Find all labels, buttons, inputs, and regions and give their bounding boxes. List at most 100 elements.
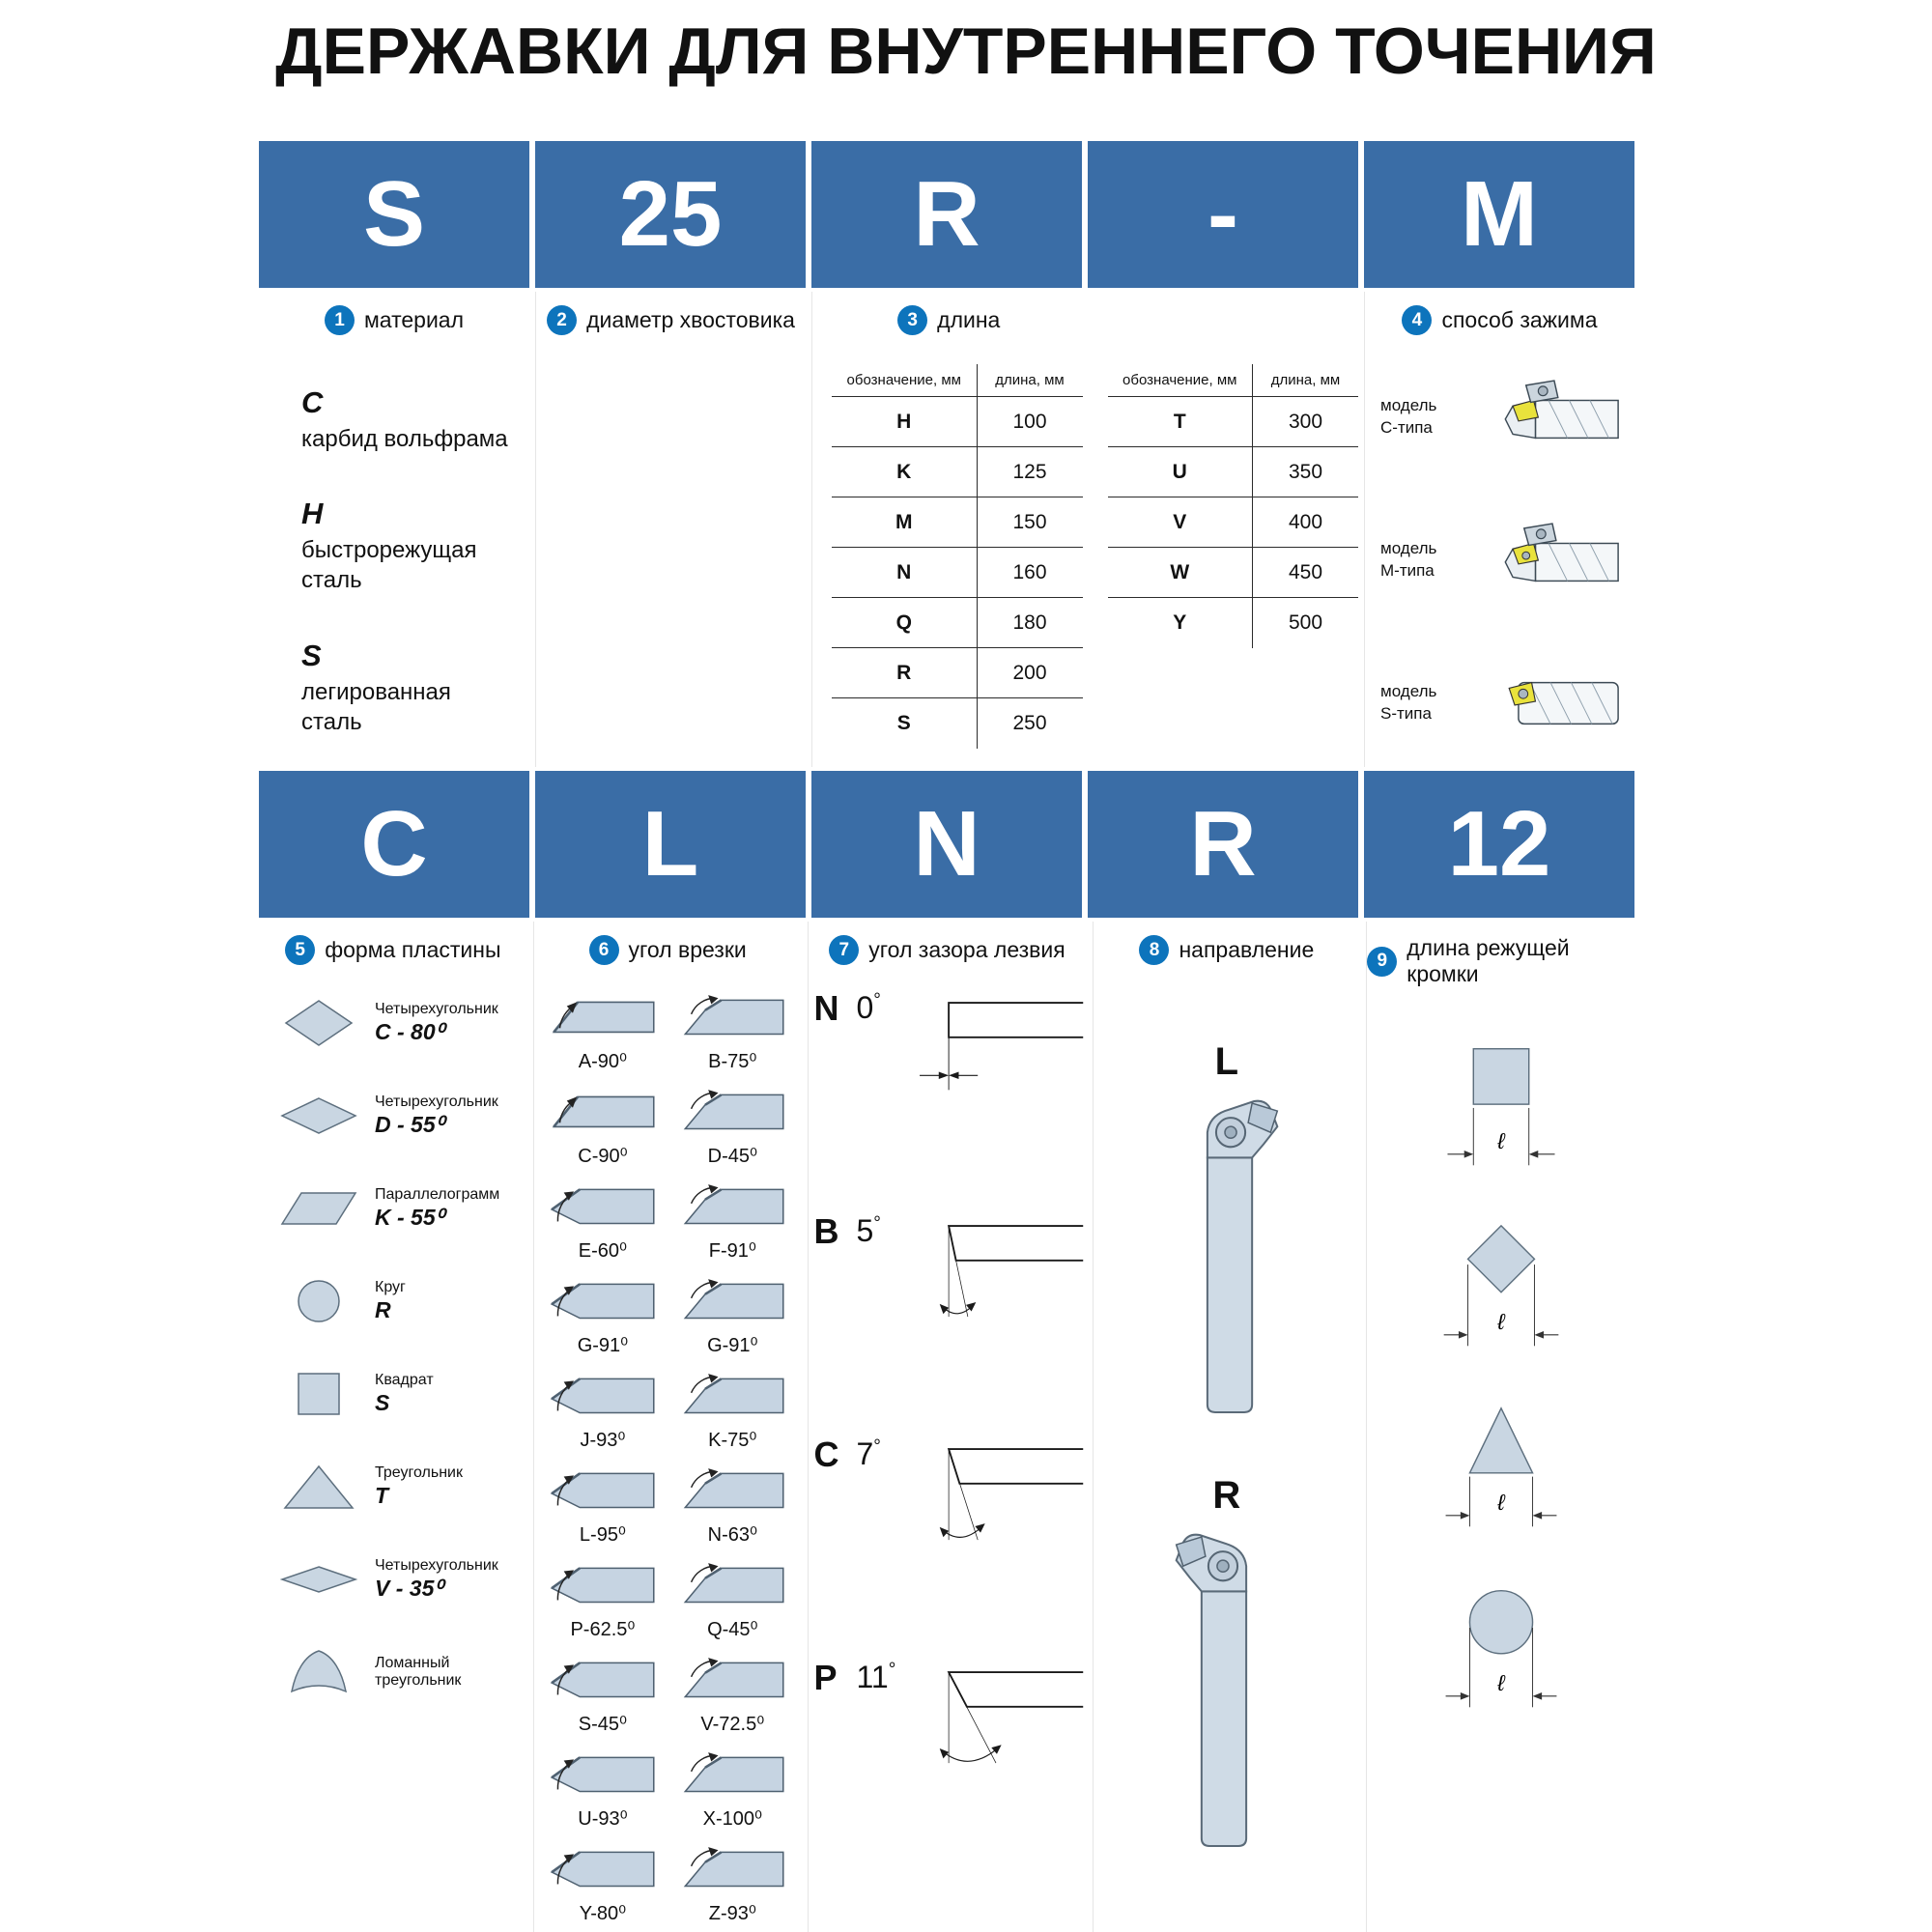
insert-shape-code: C - 80⁰ bbox=[375, 1019, 444, 1044]
length-value-cell: 160 bbox=[977, 547, 1083, 598]
clearance-angle-value: 11° bbox=[857, 1660, 905, 1695]
entry-angle-item: Y-80⁰ bbox=[538, 1842, 668, 1925]
clamp-model-type: C-типа bbox=[1380, 418, 1433, 437]
section-label: длина bbox=[937, 307, 1001, 332]
entry-angle-tool-icon bbox=[548, 1747, 658, 1805]
entry-angle-tool-icon bbox=[677, 1558, 787, 1616]
length-value-cell: 500 bbox=[1288, 611, 1323, 634]
insert-shape-text: Четырехугольник C - 80⁰ bbox=[375, 1001, 498, 1045]
material-desc-line: легированная bbox=[301, 678, 451, 705]
section-number-badge: 4 bbox=[1402, 305, 1433, 335]
entry-angle-item: G-91⁰ bbox=[538, 1274, 668, 1357]
code-cell-clamping: M bbox=[1364, 141, 1634, 288]
entry-angle-label: S-45⁰ bbox=[578, 1714, 628, 1735]
clearance-angle-item: P 11° bbox=[814, 1658, 1087, 1780]
entry-angle-item: D-45⁰ bbox=[668, 1085, 797, 1168]
degree-symbol: ° bbox=[873, 1436, 881, 1457]
insert-shape-code: D - 55⁰ bbox=[375, 1112, 444, 1137]
insert-shape-list: Четырехугольник C - 80⁰ Четырехугольник … bbox=[269, 998, 527, 1697]
entry-angle-label: P-62.5⁰ bbox=[570, 1619, 636, 1640]
section-label: материал bbox=[363, 307, 465, 332]
entry-angle-label: Z-93⁰ bbox=[708, 1903, 756, 1924]
clearance-angle-number: 0 bbox=[856, 990, 874, 1025]
length-code-cell: V bbox=[1107, 497, 1253, 548]
insert-shape-text: Треугольник T bbox=[375, 1464, 463, 1509]
clearance-angle-item: C 7° bbox=[814, 1435, 1087, 1557]
length-code-cell: H bbox=[832, 396, 978, 447]
edge-length-circle-icon: ℓ bbox=[1436, 1579, 1566, 1723]
section-number-badge: 3 bbox=[897, 305, 928, 335]
clamp-s-type-icon bbox=[1473, 660, 1629, 747]
insert-shape-text: Круг R bbox=[375, 1279, 406, 1323]
entry-angle-label: D-45⁰ bbox=[707, 1146, 757, 1167]
clearance-angle-value: 0° bbox=[857, 990, 905, 1026]
section-clamping: 4 способ зажима модель C-типа bbox=[1364, 292, 1634, 767]
entry-angle-label: A-90⁰ bbox=[578, 1051, 628, 1072]
material-item: H быстрорежущая сталь bbox=[301, 497, 529, 595]
entry-angle-tool-icon bbox=[548, 1085, 658, 1143]
length-value-cell: 150 bbox=[977, 497, 1083, 548]
edge-length-symbol: ℓ bbox=[1496, 1490, 1506, 1515]
section-header: 6 угол врезки bbox=[534, 935, 802, 965]
insert-shape-item: Ломанный треугольник bbox=[269, 1647, 527, 1697]
length-value-cell: 350 bbox=[1252, 446, 1358, 497]
designation-layout: S 25 R - M 1 материал C карбид вольфрама bbox=[259, 141, 1634, 1932]
length-code-cell: M bbox=[832, 497, 978, 548]
square-shape-icon bbox=[269, 1369, 369, 1419]
edge-length-triangle-icon: ℓ bbox=[1436, 1399, 1566, 1543]
clamp-m-type-icon bbox=[1473, 517, 1629, 604]
section-header: 5 форма пластины bbox=[259, 935, 527, 965]
entry-angle-label: G-91⁰ bbox=[707, 1335, 758, 1356]
section-header: 3 длина bbox=[812, 305, 1086, 335]
clearance-letter: C bbox=[813, 1435, 839, 1474]
section-label: угол врезки bbox=[628, 937, 747, 962]
section-edge-length: 9 длина режущей кромки ℓ bbox=[1366, 922, 1634, 1932]
entry-angle-label: E-60⁰ bbox=[578, 1240, 628, 1262]
entry-angle-label: N-63⁰ bbox=[707, 1524, 757, 1546]
entry-angle-tool-icon bbox=[548, 1463, 658, 1521]
entry-angle-item: L-95⁰ bbox=[538, 1463, 668, 1547]
clearance-diagram-p bbox=[939, 1671, 1083, 1764]
section-label: угол зазора лезвия bbox=[868, 937, 1065, 962]
entry-angle-label: J-93⁰ bbox=[580, 1430, 626, 1451]
entry-angle-label: B-75⁰ bbox=[708, 1051, 757, 1072]
clearance-angle-value: 7° bbox=[857, 1436, 905, 1472]
entry-angle-tool-icon bbox=[548, 1653, 658, 1711]
insert-shape-name: Четырехугольник bbox=[375, 1094, 498, 1110]
entry-angle-label: F-91⁰ bbox=[708, 1240, 756, 1262]
clearance-letter: B bbox=[813, 1211, 839, 1251]
page-title: ДЕРЖАВКИ ДЛЯ ВНУТРЕННЕГО ТОЧЕНИЯ bbox=[275, 14, 1657, 88]
entry-angle-label: C-90⁰ bbox=[578, 1146, 628, 1167]
length-code-cell: S bbox=[832, 697, 978, 749]
section-header: 7 угол зазора лезвия bbox=[809, 935, 1087, 965]
diamond-80-icon bbox=[269, 998, 369, 1048]
direction-right-label: R bbox=[1212, 1474, 1241, 1517]
section-number-badge: 6 bbox=[588, 935, 619, 965]
insert-shape-name: Четырехугольник bbox=[375, 1001, 498, 1017]
entry-angle-item: K-75⁰ bbox=[668, 1369, 797, 1452]
entry-angle-tool-icon bbox=[677, 1274, 787, 1332]
length-code-cell: Q bbox=[832, 597, 978, 648]
clamp-model-row: модель M-типа bbox=[1380, 517, 1629, 604]
edge-length-rhombus-icon: ℓ bbox=[1436, 1218, 1566, 1362]
degree-symbol: ° bbox=[888, 1660, 896, 1680]
clearance-angle-list: N 0° B 5° bbox=[814, 988, 1087, 1780]
material-desc-line: карбид вольфрама bbox=[301, 426, 508, 452]
diamond-35-icon bbox=[269, 1554, 369, 1605]
entry-angle-item: Z-93⁰ bbox=[668, 1842, 797, 1925]
entry-angle-label: Q-45⁰ bbox=[707, 1619, 758, 1640]
triangle-shape-icon bbox=[269, 1462, 369, 1512]
insert-shape-code: T bbox=[375, 1483, 389, 1508]
entry-angle-label: X-100⁰ bbox=[702, 1808, 762, 1830]
material-desc: быстрорежущая сталь bbox=[301, 535, 529, 595]
code-cell-dash: - bbox=[1088, 141, 1358, 288]
